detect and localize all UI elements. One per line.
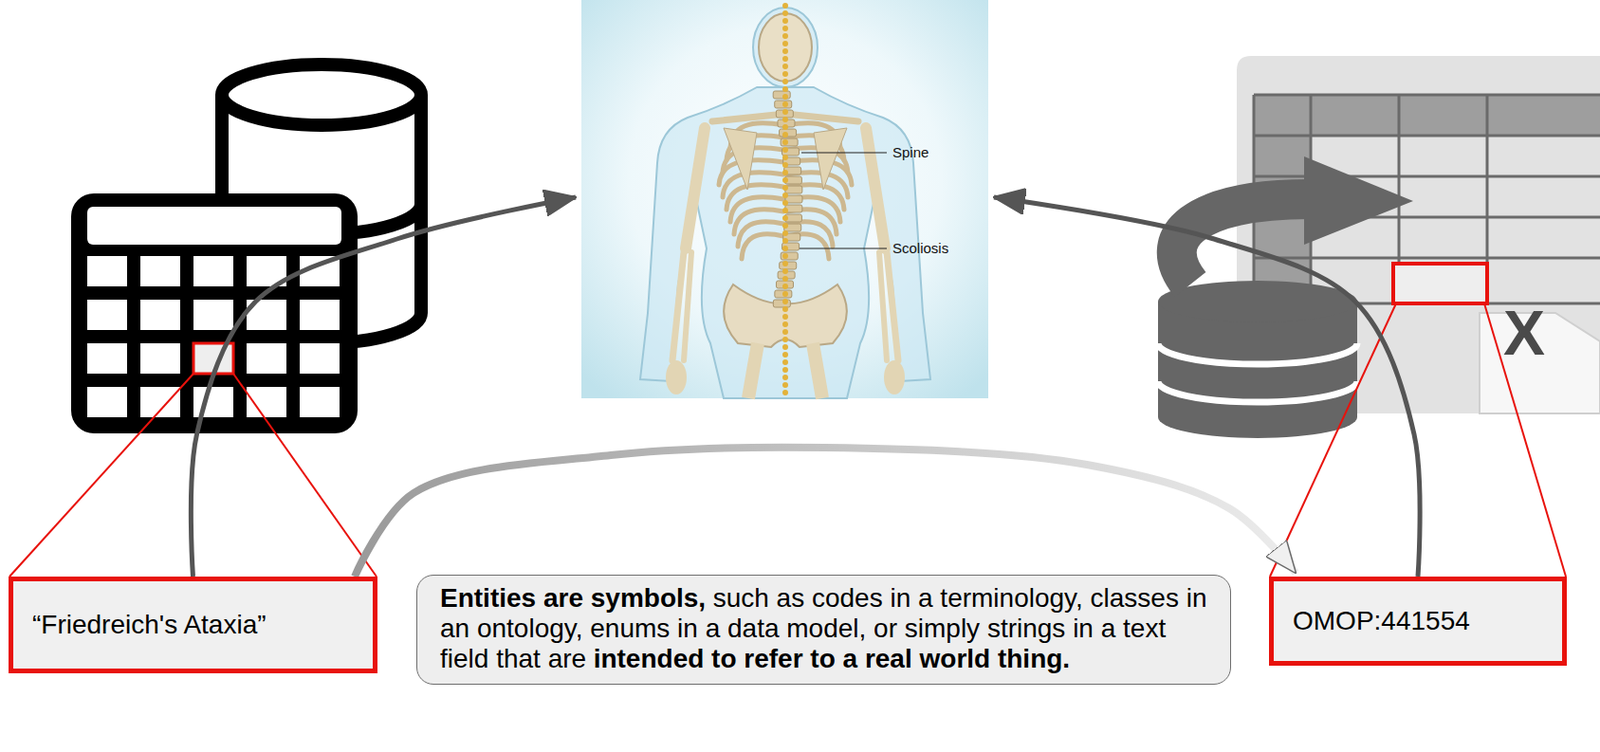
- skeleton-illustration-part: [813, 128, 847, 190]
- spreadsheet-icon-part: [1393, 263, 1488, 304]
- database-table-icon-part: [71, 193, 358, 434]
- skeleton-illustration-part: [685, 128, 705, 249]
- table-cells-part: [87, 343, 128, 374]
- entity-text: OMOP:441554: [1292, 605, 1471, 638]
- table-cells-part: [140, 343, 181, 374]
- sheet-grid-part: [1253, 134, 1600, 138]
- skeleton-illustration-part: [883, 360, 905, 395]
- table-cells-part: [87, 299, 128, 331]
- database-symbol-part: [1158, 280, 1358, 323]
- skeleton-illustration-part: [581, 0, 989, 399]
- ribs-part: [741, 234, 784, 259]
- table-cells-part: [193, 299, 234, 331]
- database-symbol-part: [1158, 381, 1358, 403]
- database-table-icon-part: [87, 206, 342, 245]
- database-table-icon-part: [9, 373, 194, 577]
- spreadsheet-icon: [1158, 55, 1600, 577]
- sheet-grid-part: [1253, 93, 1600, 97]
- anatomy-label: Scoliosis: [892, 239, 949, 258]
- skeleton-illustration-part: [683, 252, 692, 361]
- skeleton-illustration-part: [782, 5, 789, 395]
- anatomy-label: Spine: [892, 144, 929, 162]
- table-cells-part: [140, 299, 181, 331]
- sheet-grid-part: [1253, 257, 1600, 260]
- skeleton-illustration-part: [723, 128, 757, 190]
- database-table-icon-part: [233, 373, 377, 577]
- skeleton-illustration-part: [812, 343, 823, 399]
- spreadsheet-icon-part: [1269, 303, 1397, 577]
- table-cells-part: [299, 386, 340, 418]
- table-cells-part: [140, 386, 181, 418]
- reference-arrow: [993, 197, 1420, 577]
- vertebrae: [772, 91, 803, 308]
- illustration-node: SpineScoliosis: [581, 0, 989, 399]
- entity-text: intended to refer to a real world thing.: [593, 643, 1070, 674]
- table-cells-part: [87, 256, 128, 287]
- skeleton-illustration-part: [865, 128, 885, 249]
- excel-logo-letter: X: [1503, 301, 1545, 365]
- table-cells-part: [299, 299, 340, 331]
- skeleton-illustration-part: [712, 113, 786, 122]
- sheet-grid: [1253, 94, 1600, 304]
- database-table-icon-part: [221, 64, 422, 126]
- skeleton-illustration-part: [748, 343, 758, 399]
- entity-box: OMOP:441554: [1268, 576, 1567, 666]
- reference-arrow: [354, 447, 1296, 577]
- table-cells-part: [140, 256, 181, 287]
- database-symbol-part: [1158, 343, 1358, 365]
- skeleton-illustration-part: [879, 252, 887, 361]
- table-cells: [87, 256, 340, 418]
- skeleton-illustration-part: [799, 247, 887, 249]
- skeleton-illustration-part: [785, 113, 859, 122]
- spreadsheet-icon-part: [1304, 156, 1414, 245]
- database-table-icon: [9, 64, 422, 577]
- entity-box: “Friedreich's Ataxia”: [8, 576, 378, 674]
- spreadsheet-icon-part: [1177, 199, 1309, 285]
- skeleton-illustration-part: [665, 360, 687, 395]
- table-cells-part: [246, 343, 287, 374]
- table-cells-part: [193, 256, 234, 287]
- table-cells-part: [87, 386, 128, 418]
- database-symbol: [1158, 280, 1358, 439]
- skeleton-illustration-part: [801, 151, 887, 153]
- skeleton-illustration: [581, 0, 989, 399]
- entity-text: Entities are symbols,: [440, 583, 706, 613]
- note-callout: Entities are symbols,such as codes in a …: [416, 574, 1232, 685]
- table-cells-part: [299, 343, 340, 374]
- table-cells-part: [193, 386, 234, 418]
- entity-text: “Friedreich's Ataxia”: [32, 608, 267, 642]
